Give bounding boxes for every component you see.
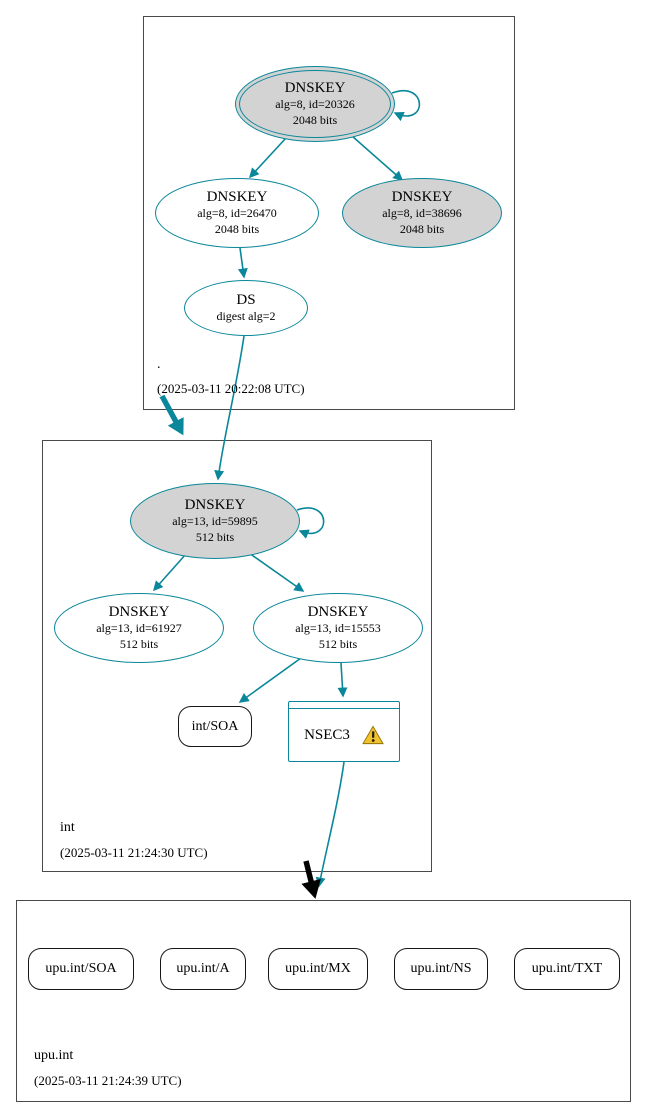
nsec3-header-band: [289, 702, 399, 709]
rrset-int-soa-label: int/SOA: [191, 718, 239, 734]
zone-timestamp-int: (2025-03-11 21:24:30 UTC): [60, 845, 208, 860]
zone-timestamp-root: (2025-03-11 20:22:08 UTC): [157, 381, 305, 396]
dnskey-38696-node: DNSKEY alg=8, id=38696 2048 bits: [342, 178, 502, 248]
zone-name-root: .: [157, 357, 161, 372]
dnskey-15553-node: DNSKEY alg=13, id=15553 512 bits: [253, 593, 423, 663]
ds-digest: digest alg=2: [216, 309, 276, 324]
nsec3-node: NSEC3: [288, 701, 400, 762]
nsec3-label: NSEC3: [304, 726, 350, 743]
ds-type: DS: [236, 292, 256, 309]
rrset-upu-int-ns-label: upu.int/NS: [410, 961, 472, 976]
dnskey-38696-alg-id: alg=8, id=38696: [382, 206, 462, 221]
dnskey-26470-alg-id: alg=8, id=26470: [197, 206, 277, 221]
dnskey-59895-node: DNSKEY alg=13, id=59895 512 bits: [130, 483, 300, 559]
dnskey-61927-alg-id: alg=13, id=61927: [96, 621, 182, 636]
zone-timestamp-upu-int: (2025-03-11 21:24:39 UTC): [34, 1073, 182, 1088]
dnskey-38696-bits: 2048 bits: [399, 222, 445, 236]
dnskey-26470-node: DNSKEY alg=8, id=26470 2048 bits: [155, 178, 319, 248]
dnskey-20326-bits: 2048 bits: [292, 113, 338, 127]
dnskey-20326-node: DNSKEY alg=8, id=20326 2048 bits: [235, 66, 395, 142]
warning-icon: [362, 725, 384, 745]
rrset-upu-int-a-label: upu.int/A: [176, 961, 230, 976]
zone-name-int: int: [60, 820, 75, 835]
dnskey-61927-type: DNSKEY: [108, 604, 170, 621]
zone-name-upu-int: upu.int: [34, 1048, 74, 1063]
dnskey-15553-type: DNSKEY: [307, 604, 369, 621]
rrset-upu-int-mx-node: upu.int/MX: [268, 948, 368, 990]
dnskey-59895-bits: 512 bits: [195, 530, 235, 544]
ds-node: DS digest alg=2: [184, 280, 308, 336]
rrset-upu-int-a-node: upu.int/A: [160, 948, 246, 990]
dnskey-26470-type: DNSKEY: [206, 189, 268, 206]
rrset-upu-int-txt-label: upu.int/TXT: [531, 961, 603, 976]
dnskey-20326-type: DNSKEY: [284, 80, 346, 97]
rrset-upu-int-txt-node: upu.int/TXT: [514, 948, 620, 990]
zone-box-root: [143, 16, 515, 410]
dnskey-15553-alg-id: alg=13, id=15553: [295, 621, 381, 636]
dnskey-61927-bits: 512 bits: [119, 637, 159, 651]
dnskey-15553-bits: 512 bits: [318, 637, 358, 651]
rrset-upu-int-soa-label: upu.int/SOA: [45, 961, 117, 976]
dnskey-61927-node: DNSKEY alg=13, id=61927 512 bits: [54, 593, 224, 663]
dnskey-38696-type: DNSKEY: [391, 189, 453, 206]
dnskey-20326-alg-id: alg=8, id=20326: [275, 97, 355, 112]
dnskey-59895-alg-id: alg=13, id=59895: [172, 514, 258, 529]
dnskey-59895-type: DNSKEY: [184, 497, 246, 514]
rrset-upu-int-mx-label: upu.int/MX: [285, 961, 351, 976]
rrset-upu-int-ns-node: upu.int/NS: [394, 948, 488, 990]
rrset-int-soa-node: int/SOA: [178, 706, 252, 747]
zone-box-upu-int: [16, 900, 631, 1102]
rrset-upu-int-soa-node: upu.int/SOA: [28, 948, 134, 990]
dnskey-26470-bits: 2048 bits: [214, 222, 260, 236]
